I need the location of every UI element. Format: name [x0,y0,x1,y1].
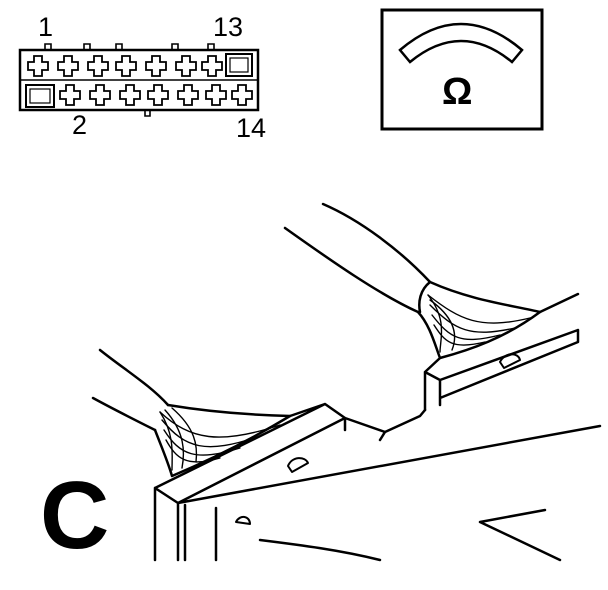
ohm-symbol: Ω [442,71,472,113]
lower-connector-body [153,402,602,562]
pin-cavity [145,55,167,77]
illustration-label: C [40,462,109,569]
upper-wire-harness [283,202,432,314]
pin-cavity [231,84,253,106]
pin-cavity [27,55,49,77]
pin-cavity [115,55,137,77]
pin-cavity [119,84,141,106]
connector-housing [18,43,260,117]
pin-label-14: 14 [236,113,266,143]
ohmmeter-icon: Ω [380,8,544,131]
connector-pin-cavities [27,55,253,106]
pin-label-13: 13 [213,12,243,42]
pin-cavity [205,84,227,106]
pin-cavity [201,55,223,77]
pin-cavity [87,55,109,77]
pin-cavity [177,84,199,106]
meter-scale-arc [398,22,524,64]
upper-wire-boot [416,280,542,360]
pin-cavity [57,55,79,77]
upper-boot-folds [427,294,531,353]
pin-cavity [89,84,111,106]
pin-label-1: 1 [38,12,53,42]
lower-wire-harness [91,348,170,432]
connector-illustration [91,202,602,562]
pin-cavity [175,55,197,77]
lower-connector-bevel [258,508,562,562]
connector-pinout: 1 13 2 14 [18,12,266,143]
pin-label-2: 2 [72,110,87,140]
lower-wire-boot [153,403,292,478]
upper-connector-body [423,292,580,412]
pin-cavity [59,84,81,106]
pin-cavity [147,84,169,106]
